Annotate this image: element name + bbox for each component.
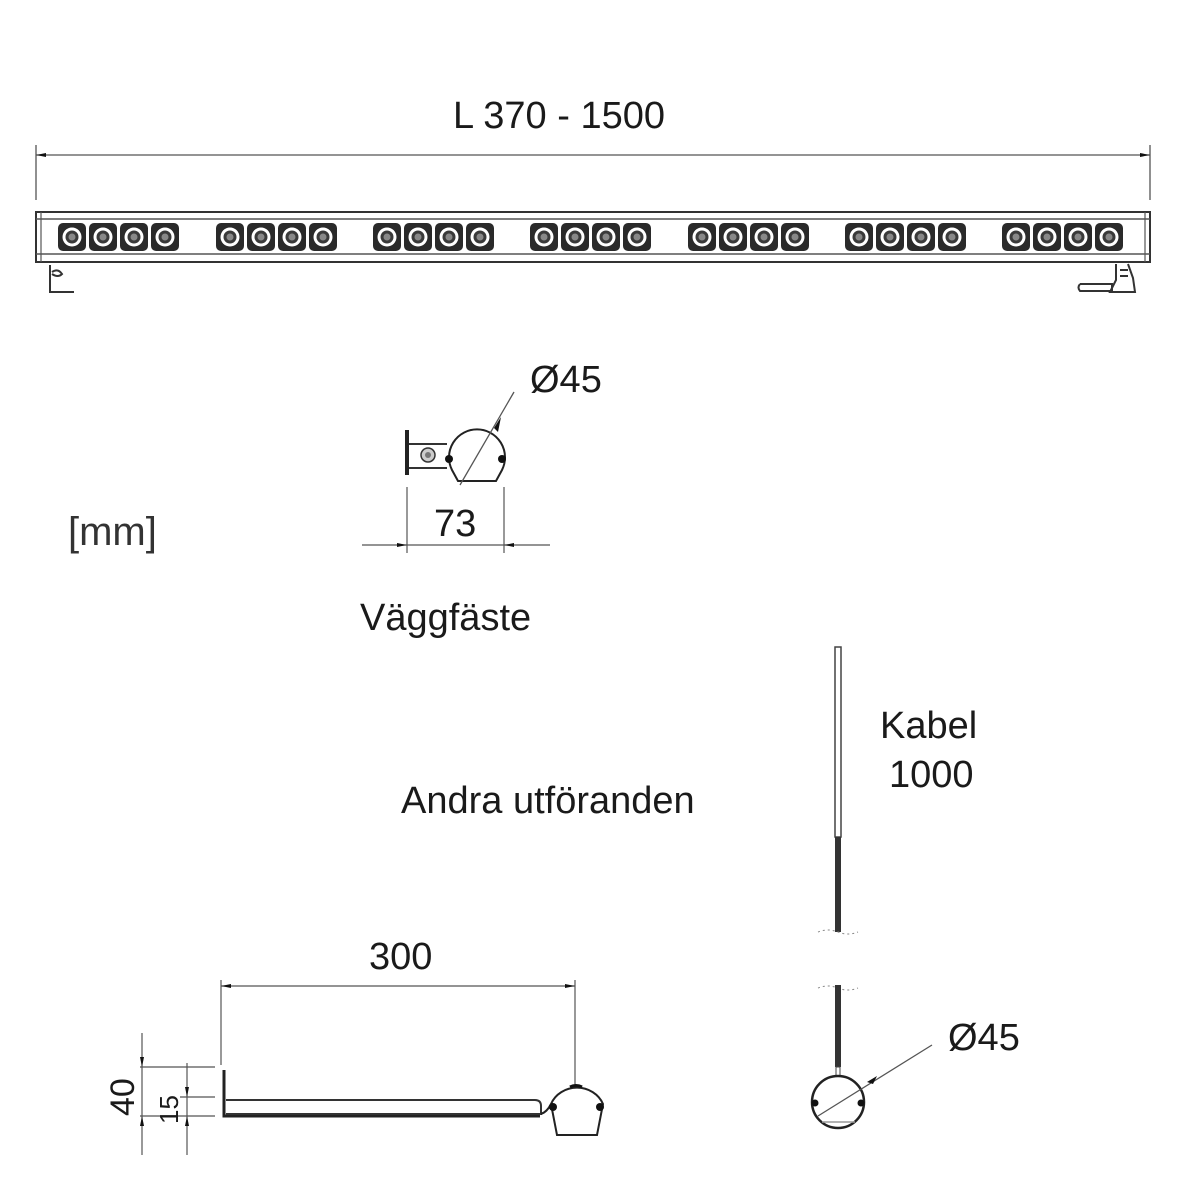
length-dimension bbox=[35, 145, 1151, 200]
arm-version-drawing bbox=[140, 980, 605, 1155]
arm-length-label: 300 bbox=[369, 936, 433, 978]
wall-bracket-drawing bbox=[362, 391, 550, 553]
other-versions-title: Andra utföranden bbox=[401, 780, 695, 822]
cable-length-label: 1000 bbox=[889, 754, 974, 796]
wall-bracket-title: Väggfäste bbox=[360, 597, 532, 639]
pendant-version-drawing bbox=[810, 646, 933, 1130]
arm-thickness-label: 15 bbox=[154, 1095, 184, 1124]
overall-length-label: L 370 - 1500 bbox=[453, 95, 665, 137]
left-end-bracket bbox=[49, 265, 74, 293]
bracket-width-label: 73 bbox=[434, 503, 477, 545]
arm-height-label: 40 bbox=[104, 1078, 142, 1116]
unit-label: [mm] bbox=[68, 510, 157, 554]
bracket-diameter-label: Ø45 bbox=[530, 359, 602, 401]
pendant-diameter-label: Ø45 bbox=[948, 1017, 1020, 1059]
led-bar bbox=[35, 211, 1151, 263]
right-cable-gland bbox=[1077, 263, 1137, 293]
cable-label: Kabel bbox=[880, 705, 978, 747]
